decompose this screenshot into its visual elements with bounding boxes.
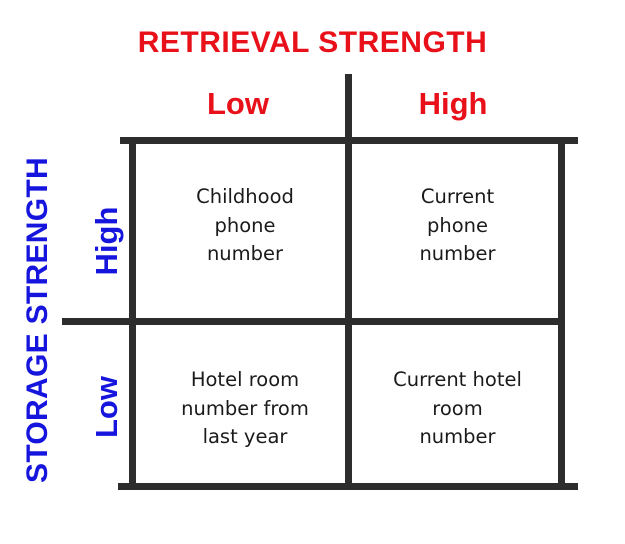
retrieval-high-label: High [418, 86, 488, 121]
cell-high-storage-high-retrieval: Current phone number [419, 185, 496, 265]
middle-horizontal-line [62, 318, 562, 325]
retrieval-strength-title: RETRIEVAL STRENGTH [137, 26, 488, 59]
left-border-line [129, 140, 136, 490]
cell-high-storage-low-retrieval: Childhood phone number [196, 185, 294, 265]
storage-high-label: High [89, 206, 124, 276]
middle-vertical-line [345, 74, 352, 490]
retrieval-low-label: Low [207, 86, 269, 121]
storage-strength-title: STORAGE STRENGTH [21, 157, 54, 483]
cell-low-storage-high-retrieval: Current hotel room number [393, 368, 522, 448]
cell-low-storage-low-retrieval: Hotel room number from last year [181, 368, 309, 448]
storage-low-label: Low [89, 376, 124, 438]
right-border-line [558, 140, 565, 490]
